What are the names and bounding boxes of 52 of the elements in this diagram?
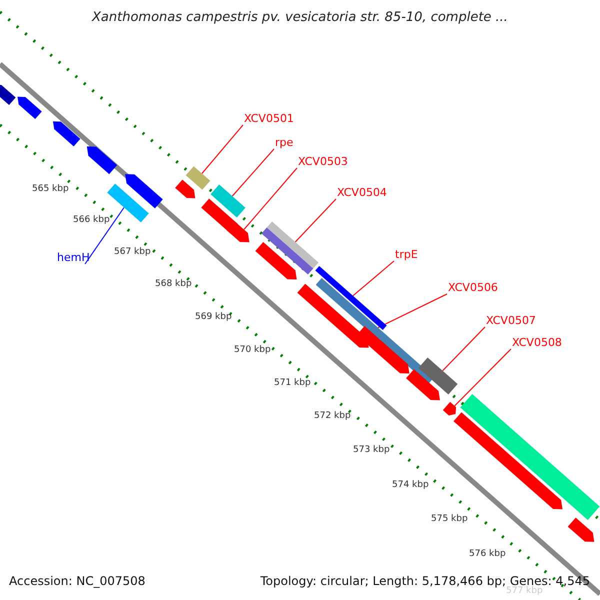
tick-label: 571 kbp <box>274 378 311 388</box>
gene-label: XCV0501 <box>244 112 294 125</box>
gene-label: XCV0507 <box>486 314 536 327</box>
tick-label: 572 kbp <box>314 411 351 421</box>
gene-feature <box>18 96 42 119</box>
gene-feature <box>454 412 562 510</box>
gene-feature <box>86 146 118 174</box>
gene-feature <box>0 84 16 106</box>
leader-line <box>84 207 125 264</box>
gene-feature <box>297 284 369 348</box>
gene-label: rpe <box>275 136 294 149</box>
tick-label: 565 kbp <box>32 184 69 194</box>
leader-line <box>377 294 448 328</box>
leader-line <box>352 260 394 296</box>
gene-feature <box>406 369 440 400</box>
tick-label: 575 kbp <box>431 514 468 524</box>
leader-line <box>442 326 486 372</box>
gene-feature <box>201 198 239 233</box>
leader-line <box>243 168 298 230</box>
gene-feature <box>356 326 410 374</box>
gene-feature <box>315 266 387 330</box>
gene-label: XCV0503 <box>298 155 348 168</box>
accession-text: Accession: NC_007508 <box>9 574 146 588</box>
tick-label: 567 kbp <box>114 247 151 257</box>
tick-label: 566 kbp <box>73 215 110 225</box>
gene-feature <box>568 518 594 542</box>
gene-feature <box>53 121 80 146</box>
tick-label: 573 kbp <box>353 445 390 455</box>
gene-feature <box>255 242 297 280</box>
tick-label: 574 kbp <box>392 480 429 490</box>
gene-feature <box>418 358 458 394</box>
gene-feature <box>125 174 163 208</box>
leader-line <box>201 124 244 174</box>
title: Xanthomonas campestris pv. vesicatoria str. 85-10, complete ... <box>90 10 509 25</box>
gene-label: XCV0504 <box>337 186 387 199</box>
gene-label: XCV0508 <box>512 336 562 349</box>
leader-line <box>454 348 512 406</box>
gene-feature <box>261 222 319 274</box>
leader-line <box>294 198 336 242</box>
tick-label: 569 kbp <box>195 312 232 322</box>
gene-feature <box>210 184 246 218</box>
tick-label: 570 kbp <box>234 345 271 355</box>
genome-stats-text: Topology: circular; Length: 5,178,466 bp; Genes: 4,545 <box>260 574 590 588</box>
leader-line <box>232 148 274 197</box>
gene-feature <box>442 402 456 416</box>
gene-label: trpE <box>395 248 418 261</box>
tick-label: 568 kbp <box>155 279 192 289</box>
gene-feature <box>175 180 196 198</box>
gene-feature <box>186 166 210 190</box>
tick-label: 576 kbp <box>469 549 506 559</box>
gene-label: XCV0506 <box>448 281 498 294</box>
gene-label: hemH <box>57 251 90 264</box>
